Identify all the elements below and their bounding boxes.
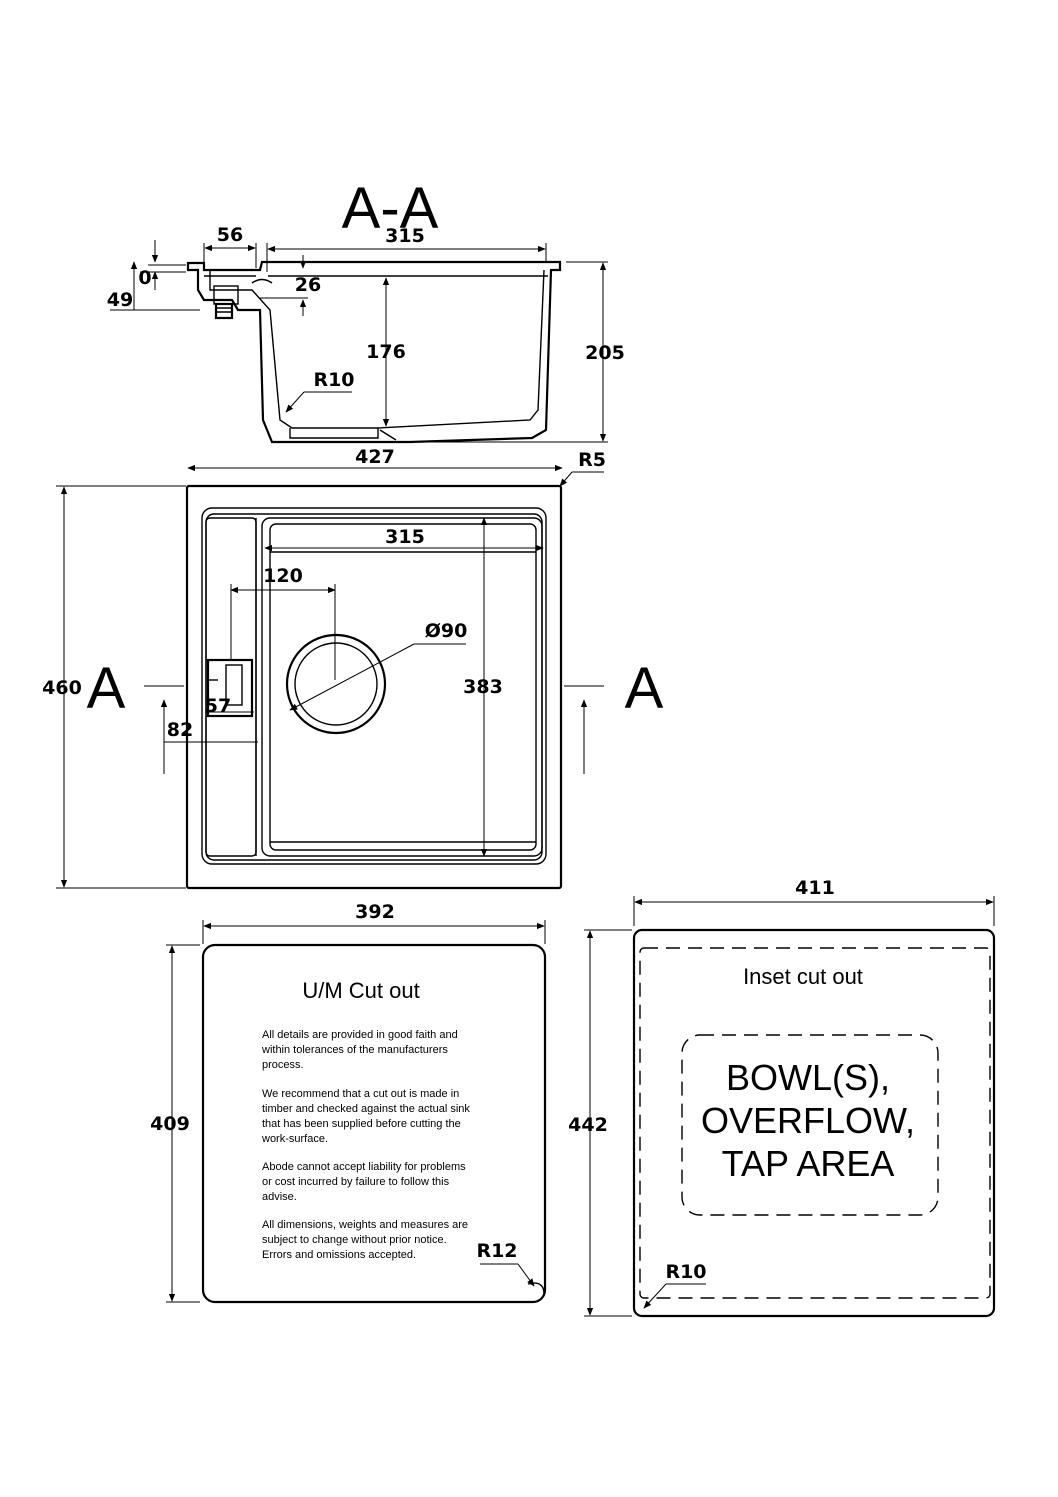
radius-um: R12 bbox=[476, 1240, 517, 1262]
note-line: We recommend that a cut out is made in bbox=[262, 1088, 459, 1100]
radius-plan: R5 bbox=[578, 449, 606, 471]
section-title: A-A bbox=[342, 176, 439, 241]
bowl-inner bbox=[269, 523, 537, 851]
dim-205: 205 bbox=[585, 342, 625, 364]
plan-view: 427 R5 315 120 Ø90 bbox=[42, 446, 664, 890]
inset-cutout: 411 Inset cut out BOWL(S), OVERFLOW, TAP… bbox=[568, 877, 996, 1318]
dim-49: 49 bbox=[107, 289, 133, 311]
inset-cutout-title: Inset cut out bbox=[743, 964, 863, 989]
note-line: Abode cannot accept liability for proble… bbox=[262, 1161, 466, 1173]
dim-427: 427 bbox=[355, 446, 395, 468]
dim-392: 392 bbox=[355, 901, 395, 923]
sink-outline bbox=[185, 484, 563, 890]
tap-area-box bbox=[681, 1034, 939, 1216]
dim-0: 0 bbox=[138, 267, 151, 289]
inset-outline bbox=[632, 928, 996, 1318]
dim-120: 120 bbox=[263, 565, 303, 587]
waste-outlet bbox=[285, 633, 387, 735]
dim-56: 56 bbox=[217, 224, 243, 246]
undermount-cutout: 392 U/M Cut out All details are provided… bbox=[150, 901, 547, 1304]
section-marker-left: A bbox=[87, 656, 126, 721]
dim-82: 82 bbox=[167, 719, 193, 741]
note-line: work-surface. bbox=[261, 1133, 328, 1145]
area-line: OVERFLOW, bbox=[701, 1100, 915, 1141]
section-view: A-A 56 315 0 49 bbox=[107, 176, 625, 444]
um-cutout-notes: All details are provided in good faith a… bbox=[261, 1029, 470, 1261]
note-line: subject to change without prior notice. bbox=[262, 1234, 447, 1246]
radius-inset: R10 bbox=[665, 1261, 706, 1283]
note-line: or cost incurred by failure to follow th… bbox=[262, 1176, 450, 1188]
dim-26: 26 bbox=[295, 274, 321, 296]
bowl-outline bbox=[261, 517, 543, 857]
sink-rim bbox=[201, 507, 547, 865]
dim-409: 409 bbox=[150, 1113, 190, 1135]
overflow-box bbox=[206, 658, 254, 718]
area-line: BOWL(S), bbox=[726, 1057, 890, 1098]
radius-section: R10 bbox=[313, 369, 354, 391]
section-profile-inner bbox=[209, 269, 545, 429]
overflow-connector bbox=[214, 302, 234, 320]
note-line: within tolerances of the manufacturers bbox=[261, 1044, 448, 1056]
note-line: All details are provided in good faith a… bbox=[262, 1029, 458, 1041]
note-line: advise. bbox=[262, 1191, 297, 1203]
um-cutout-title: U/M Cut out bbox=[302, 978, 419, 1003]
dim-383: 383 bbox=[463, 676, 503, 698]
note-line: Errors and omissions accepted. bbox=[262, 1249, 416, 1261]
dim-315-section: 315 bbox=[385, 225, 425, 247]
note-line: All dimensions, weights and measures are bbox=[262, 1219, 468, 1231]
dim-460: 460 bbox=[42, 677, 82, 699]
waste-diameter: Ø90 bbox=[425, 620, 468, 642]
overflow-channel bbox=[205, 517, 257, 857]
area-line: TAP AREA bbox=[722, 1143, 895, 1184]
note-line: timber and checked against the actual si… bbox=[262, 1103, 470, 1115]
section-profile-outer bbox=[186, 260, 562, 444]
note-line: process. bbox=[262, 1059, 304, 1071]
section-marker-right: A bbox=[625, 656, 664, 721]
overflow-fitting bbox=[213, 285, 239, 305]
dim-176: 176 bbox=[366, 341, 406, 363]
dim-57: 57 bbox=[205, 695, 231, 717]
dim-411: 411 bbox=[795, 877, 835, 899]
dim-442: 442 bbox=[568, 1114, 608, 1136]
um-cutout-outline bbox=[201, 943, 547, 1304]
dim-315-plan: 315 bbox=[385, 526, 425, 548]
note-line: that has been supplied before cutting th… bbox=[262, 1118, 461, 1130]
inset-cutline bbox=[639, 947, 991, 1299]
